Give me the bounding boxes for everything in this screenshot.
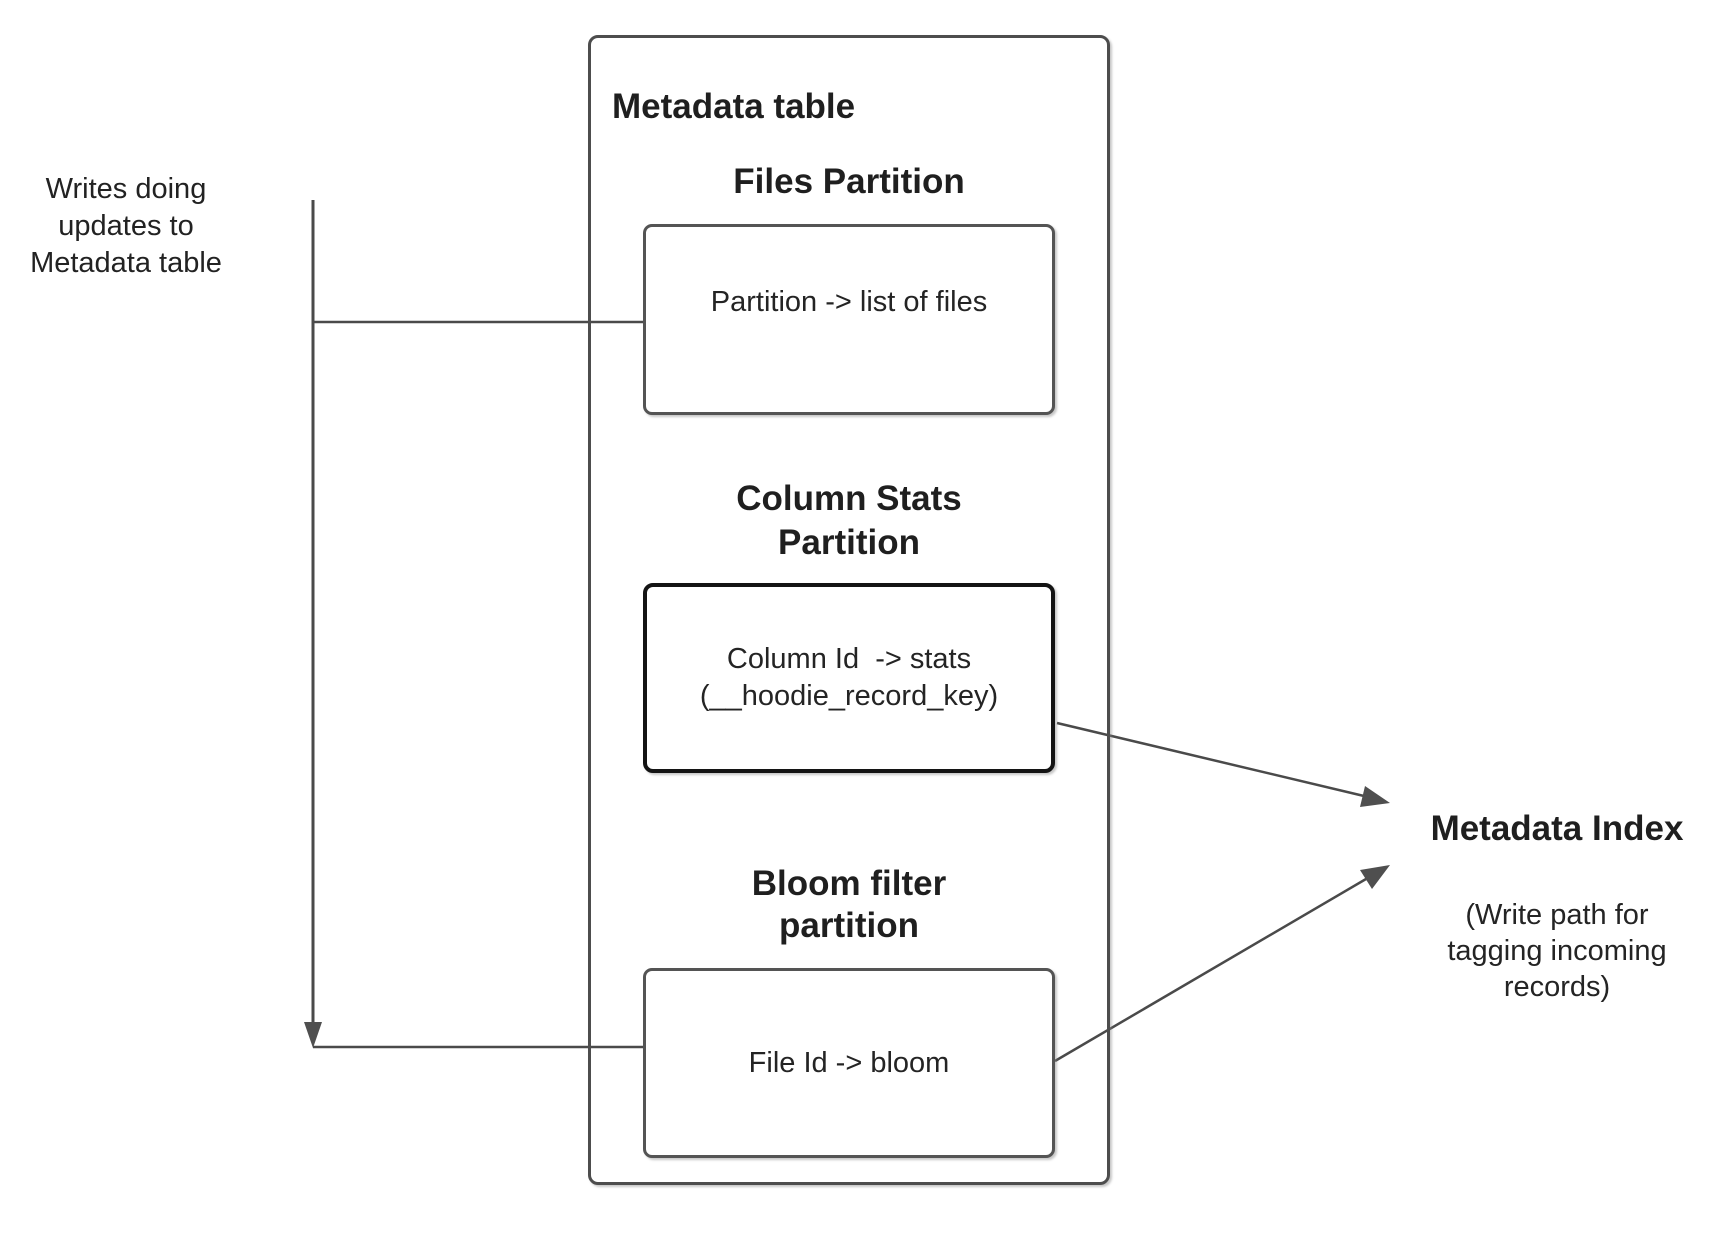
up-right-arrowhead-icon <box>1360 865 1390 889</box>
column-stats-partition-heading: Column Stats Partition <box>643 477 1055 565</box>
writes-note: Writes doing updates to Metadata table <box>2 171 250 282</box>
metadata-index-title: Metadata Index <box>1430 809 1684 848</box>
metadata-index-subtitle: (Write path for tagging incoming records… <box>1352 897 1718 1005</box>
bloom-partition-body: File Id -> bloom <box>748 1046 950 1079</box>
column-stats-body-line: Column Id -> stats <box>726 643 972 675</box>
metadata-table-title: Metadata table <box>612 87 856 126</box>
writes-note-line: Metadata table <box>30 247 222 279</box>
files-partition-body: Partition -> list of files <box>710 286 988 318</box>
writes-note-line: updates to <box>58 210 194 242</box>
column-stats-body-line: (__hoodie_record_key) <box>699 680 999 712</box>
bloom-heading-line: partition <box>779 906 919 945</box>
files-partition-box: Partition -> list of files <box>643 224 1055 415</box>
down-arrowhead-icon <box>304 1022 322 1048</box>
bloom-partition-heading: Bloom filter partition <box>643 863 1055 947</box>
writes-note-line: Writes doing <box>45 173 207 205</box>
metadata-index-subtitle-line: (Write path for <box>1465 899 1649 931</box>
column-stats-heading-line: Partition <box>778 523 920 562</box>
metadata-index-subtitle-line: tagging incoming <box>1447 935 1667 967</box>
bloom-to-index-line <box>1054 877 1367 1063</box>
metadata-index-subtitle-line: records) <box>1503 971 1611 1003</box>
bloom-partition-box: File Id -> bloom <box>643 968 1055 1158</box>
right-arrowhead-icon <box>1360 786 1390 807</box>
files-partition-heading: Files Partition <box>733 162 965 201</box>
metadata-table-box <box>588 35 1110 1185</box>
column-stats-heading-line: Column Stats <box>736 479 962 518</box>
column-stats-partition-box: Column Id -> stats (__hoodie_record_key) <box>643 583 1055 773</box>
bloom-heading-line: Bloom filter <box>751 864 947 903</box>
